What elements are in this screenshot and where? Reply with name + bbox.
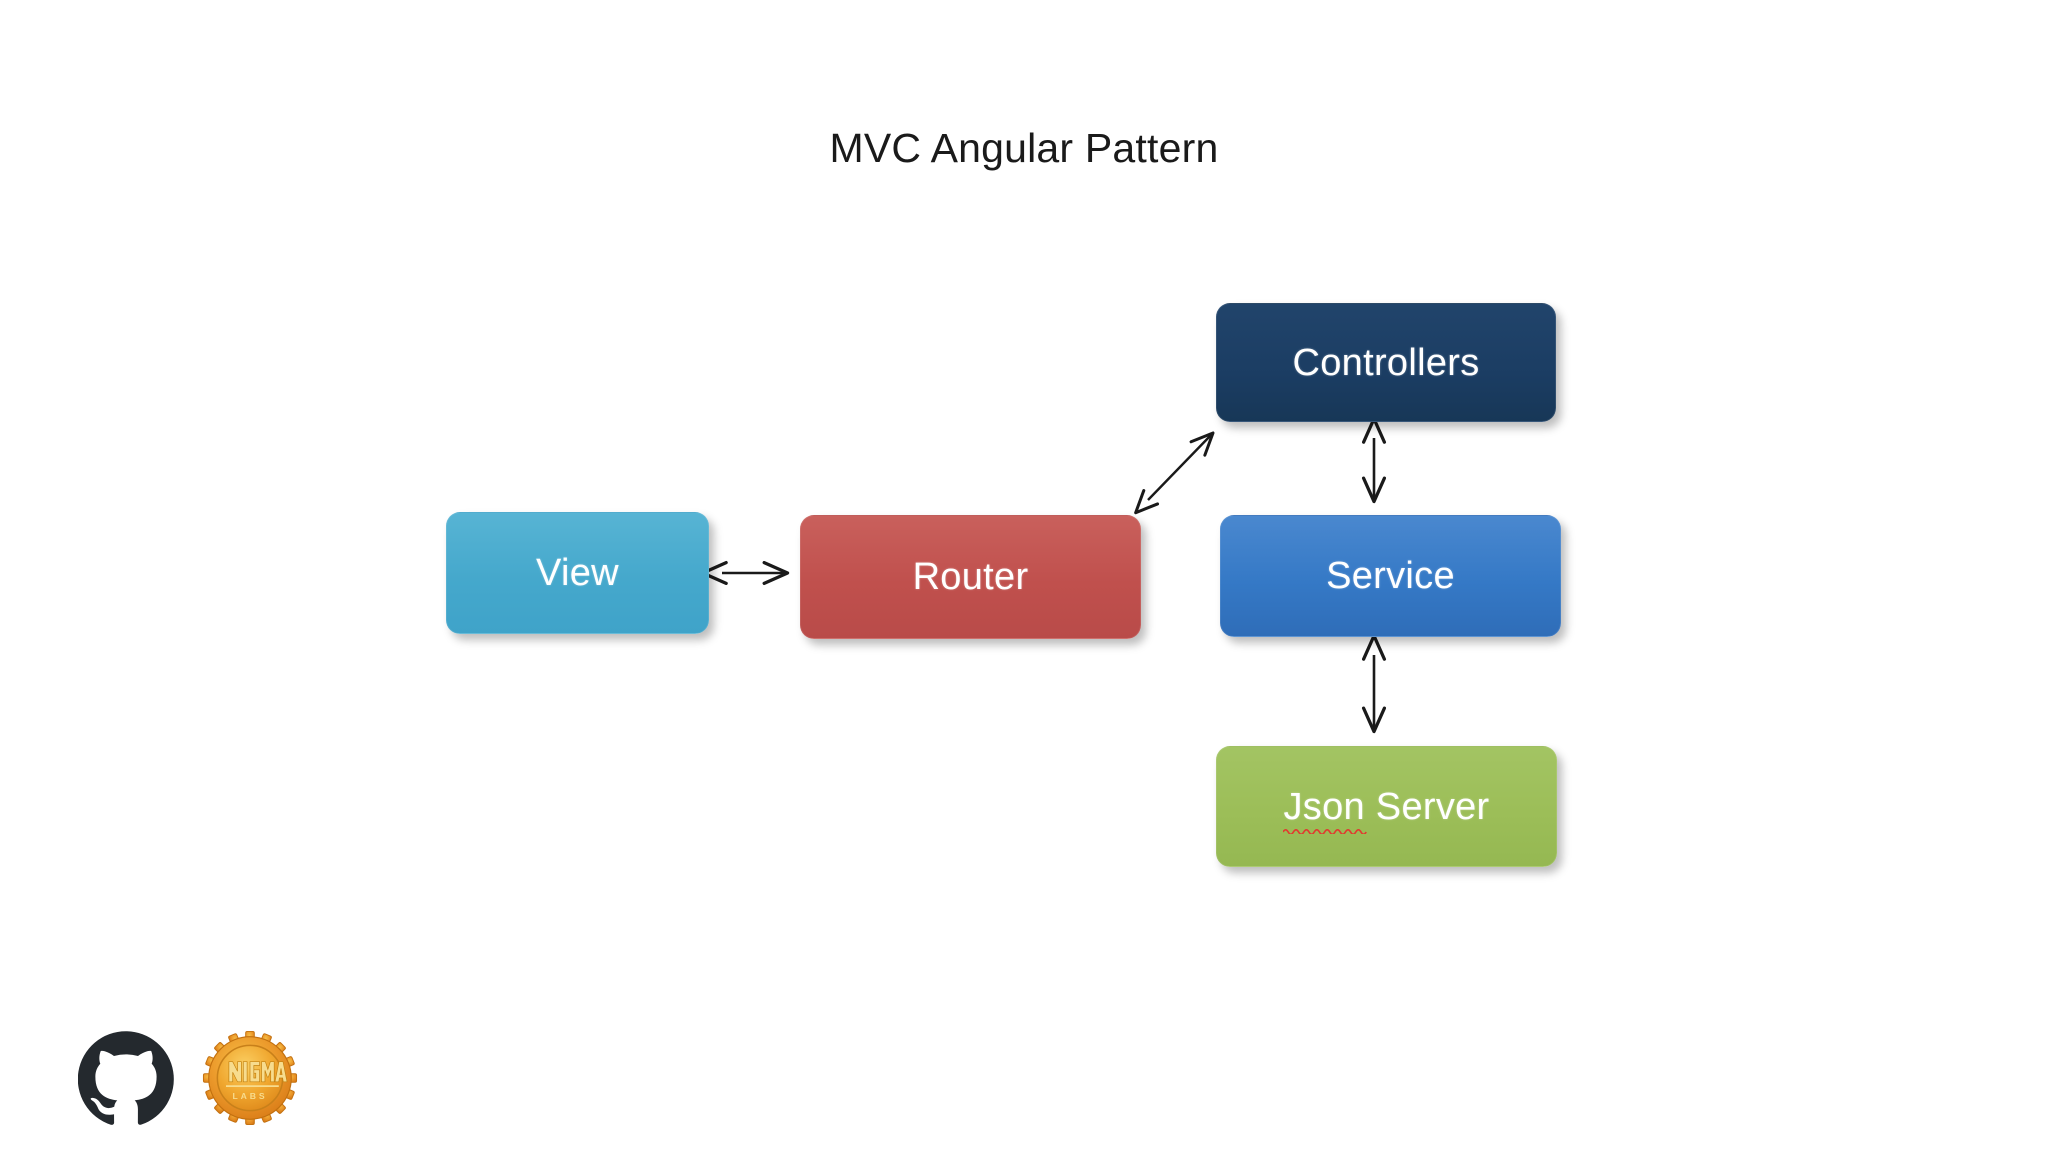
page-title: MVC Angular Pattern: [829, 125, 1219, 171]
node-view-label: View: [536, 552, 619, 594]
footer-logos: LABS: [77, 1026, 338, 1130]
node-controllers-label: Controllers: [1292, 341, 1480, 384]
spellcheck-squiggle-icon: [1283, 828, 1368, 834]
edge-router-controllers: [1148, 434, 1212, 500]
node-json-server[interactable]: Json Server: [1216, 746, 1557, 867]
node-service-label: Service: [1326, 555, 1455, 597]
node-router-label: Router: [912, 556, 1029, 598]
node-json-server-label: Json Server: [1283, 788, 1489, 834]
node-router[interactable]: Router: [800, 515, 1141, 639]
nigma-labs-logo-icon[interactable]: LABS: [202, 1030, 298, 1126]
github-logo-icon[interactable]: [77, 1030, 174, 1126]
svg-text:LABS: LABS: [233, 1091, 268, 1101]
node-controllers[interactable]: Controllers: [1216, 303, 1556, 422]
node-service[interactable]: Service: [1220, 515, 1561, 637]
node-view[interactable]: View: [446, 512, 709, 634]
